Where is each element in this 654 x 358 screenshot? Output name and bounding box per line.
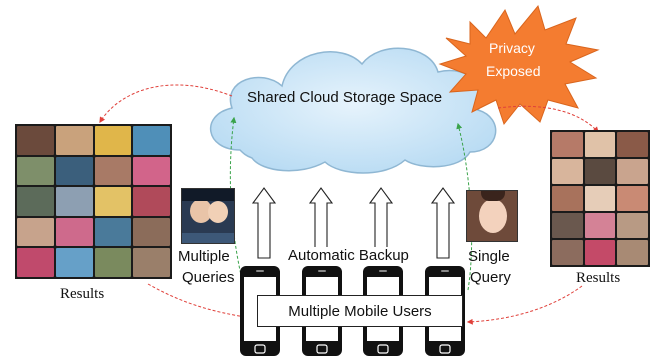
single-query-line1: Single: [468, 248, 510, 265]
privacy-label-line2: Exposed: [486, 63, 541, 79]
results-left-label: Results: [60, 286, 105, 302]
arrow-cloud-to-left-results: [99, 84, 233, 124]
multiple-queries-line1: Multiple: [178, 248, 230, 265]
privacy-burst: [438, 4, 600, 126]
multiple-query-photo: [181, 188, 235, 244]
cloud-label: Shared Cloud Storage Space: [247, 89, 443, 106]
results-right-label: Results: [576, 270, 621, 286]
right-results-grid: [550, 130, 650, 267]
arrow-right-results-to-phones: [466, 285, 583, 325]
single-query-photo: [466, 190, 518, 242]
backup-arrow-4: [430, 187, 456, 259]
backup-label: Automatic Backup: [286, 247, 411, 264]
privacy-label-line1: Privacy: [489, 40, 535, 56]
users-label: Multiple Mobile Users: [288, 302, 432, 320]
backup-arrow-1: [251, 187, 277, 259]
arrow-burst-to-right-results: [497, 105, 599, 133]
arrow-left-results-to-phones: [147, 283, 254, 321]
users-box: Multiple Mobile Users: [257, 295, 463, 327]
single-query-line2: Query: [470, 269, 511, 286]
multiple-queries-line2: Queries: [182, 269, 235, 286]
left-results-grid: [15, 124, 172, 279]
